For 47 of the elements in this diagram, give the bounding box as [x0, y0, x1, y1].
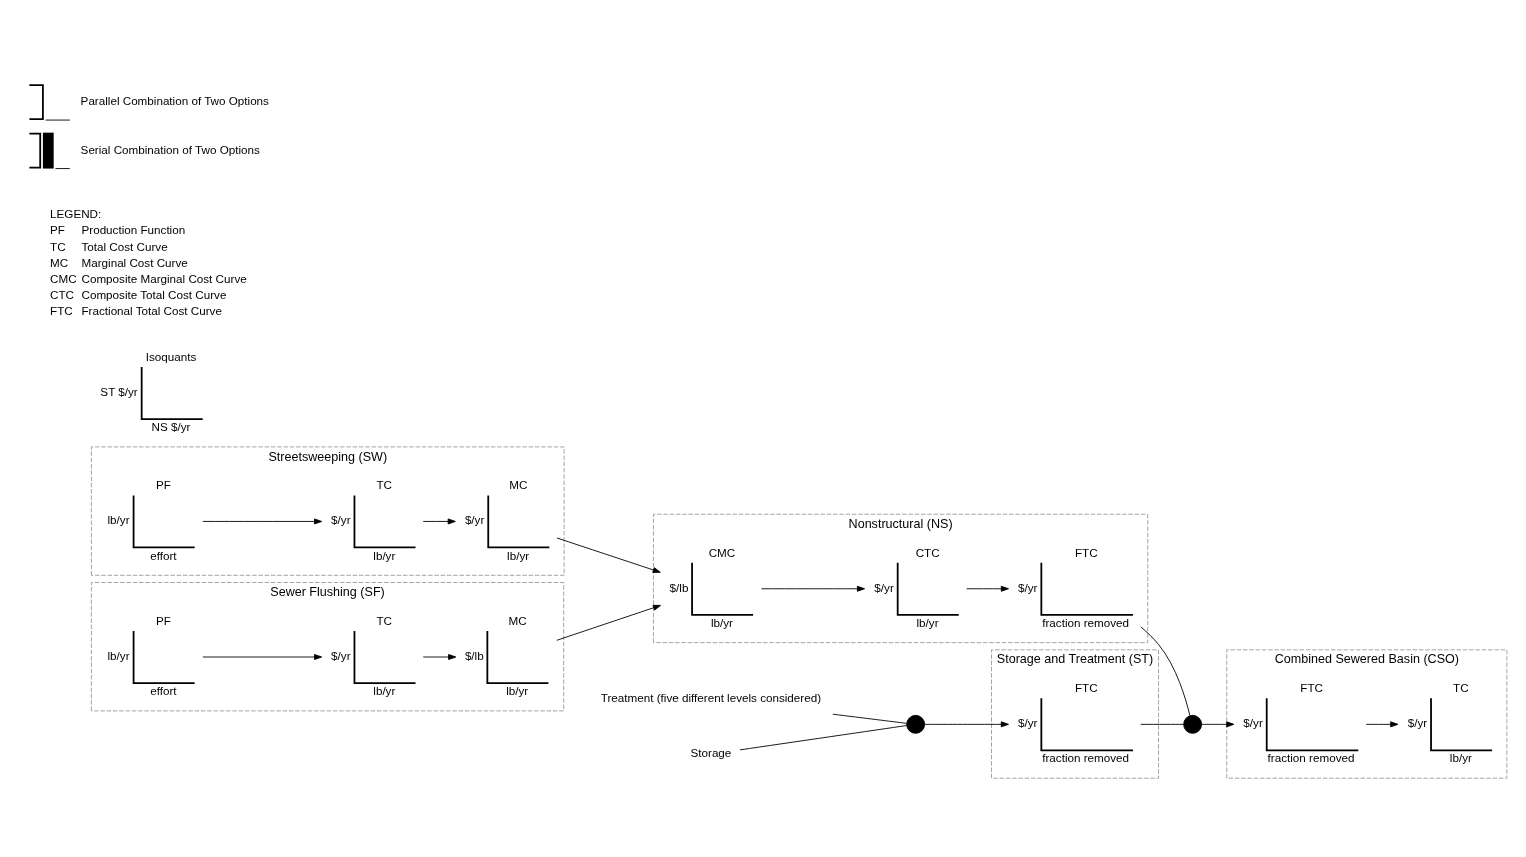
node-text: TC $/yr lb/yr	[331, 614, 396, 698]
node-text: TC $/yr lb/yr	[1407, 681, 1472, 765]
node-text: PF lb/yr effort	[107, 478, 177, 562]
node-circle	[906, 714, 926, 734]
legend-label: Serial Combination of Two Options	[80, 142, 260, 156]
label: TC	[50, 239, 66, 253]
node-text: MC $/yr lb/yr	[464, 478, 530, 562]
connector	[1140, 626, 1191, 716]
connector	[832, 713, 907, 724]
label: CMC	[50, 271, 77, 285]
node-text: Treatment (five different levels considered)	[600, 691, 822, 705]
label: CTC	[50, 288, 75, 302]
arrow	[422, 654, 457, 660]
arrow	[761, 585, 865, 592]
label: Fractional Total Cost Curve	[81, 304, 222, 318]
arrow	[1201, 721, 1235, 728]
node-text: FTC $/yr fraction removed	[1243, 681, 1355, 765]
arrow	[202, 518, 323, 525]
node-text: FTC $/yr fraction removed	[1018, 545, 1130, 629]
node-text: FTC $/yr fraction removed	[1018, 681, 1130, 765]
label: FTC	[50, 304, 73, 318]
legend-label: Parallel Combination of Two Options	[80, 94, 269, 108]
node-text: PF lb/yr effort	[107, 614, 177, 698]
label: MC	[50, 255, 69, 269]
label: LEGEND:	[50, 207, 102, 221]
label: Total Cost Curve	[81, 239, 168, 253]
arrow	[556, 604, 661, 641]
node-circle	[1183, 714, 1203, 734]
node-text: Isoquants ST $/yr NS $/yr	[100, 350, 197, 434]
node-text: Storage	[690, 746, 732, 760]
label: Production Function	[81, 223, 186, 237]
arrow	[924, 721, 1009, 728]
arrow	[1365, 721, 1399, 728]
label: PF	[50, 223, 65, 237]
node-text: CMC $/lb lb/yr	[669, 545, 736, 629]
label: Composite Marginal Cost Curve	[81, 271, 247, 285]
arrow	[202, 654, 323, 660]
label: Marginal Cost Curve	[81, 255, 188, 269]
arrow	[966, 585, 1009, 592]
connector	[1140, 723, 1185, 725]
label: Composite Total Cost Curve	[81, 288, 227, 302]
node-text: CTC $/yr lb/yr	[874, 545, 940, 629]
arrow	[556, 537, 661, 573]
node-text: TC $/yr lb/yr	[331, 478, 396, 562]
arrow	[422, 518, 456, 525]
node-text: MC $/lb lb/yr	[464, 614, 529, 698]
connector	[739, 725, 908, 751]
